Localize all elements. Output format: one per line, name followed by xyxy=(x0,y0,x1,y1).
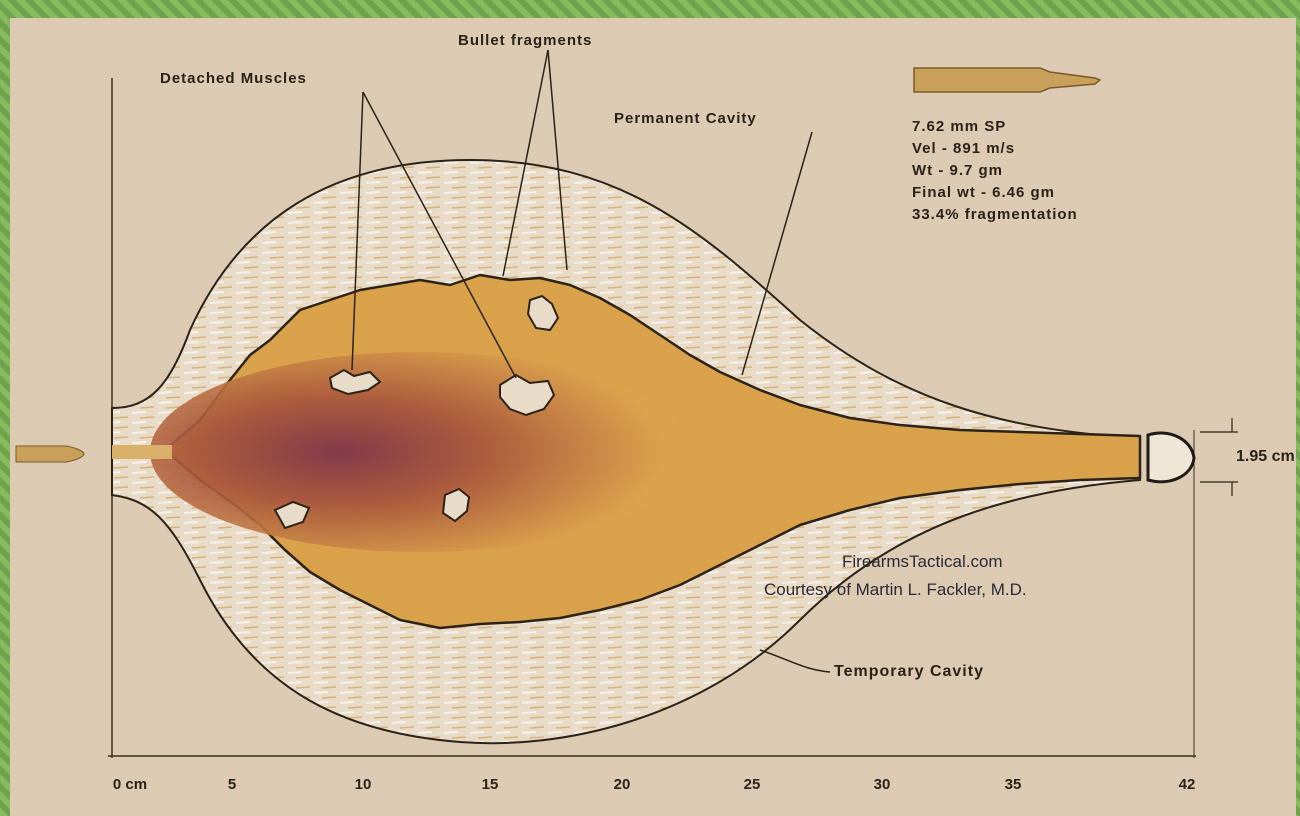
spec-fragmentation: 33.4% fragmentation xyxy=(912,204,1078,226)
x-tick-10: 10 xyxy=(355,776,372,793)
bullet-specs: 7.62 mm SP Vel - 891 m/s Wt - 9.7 gm Fin… xyxy=(912,116,1078,226)
credit-site: FirearmsTactical.com xyxy=(842,552,1003,572)
label-bullet-fragments: Bullet fragments xyxy=(458,32,592,49)
x-tick-15: 15 xyxy=(482,776,499,793)
x-tick-35: 35 xyxy=(1005,776,1022,793)
cartridge-icon xyxy=(914,68,1100,92)
damage-core xyxy=(150,352,690,552)
x-tick-42: 42 xyxy=(1179,776,1196,793)
x-tick-25: 25 xyxy=(744,776,761,793)
leader-line-temporary xyxy=(760,650,830,672)
credit-author: Courtesy of Martin L. Fackler, M.D. xyxy=(764,580,1027,600)
x-tick-30: 30 xyxy=(874,776,891,793)
spec-caliber: 7.62 mm SP xyxy=(912,116,1078,138)
label-temporary-cavity: Temporary Cavity xyxy=(834,663,984,681)
entry-channel xyxy=(112,445,172,459)
x-tick-0: 0 cm xyxy=(113,776,147,793)
spec-velocity: Vel - 891 m/s xyxy=(912,138,1078,160)
label-permanent-cavity: Permanent Cavity xyxy=(614,110,757,127)
spec-weight: Wt - 9.7 gm xyxy=(912,160,1078,182)
label-diameter: 1.95 cm xyxy=(1236,448,1295,466)
x-tick-5: 5 xyxy=(228,776,236,793)
spent-bullet-icon xyxy=(1148,433,1194,482)
label-detached-muscles: Detached Muscles xyxy=(160,70,307,87)
x-tick-20: 20 xyxy=(614,776,631,793)
spec-final-weight: Final wt - 6.46 gm xyxy=(912,182,1078,204)
bullet-icon xyxy=(16,446,84,462)
